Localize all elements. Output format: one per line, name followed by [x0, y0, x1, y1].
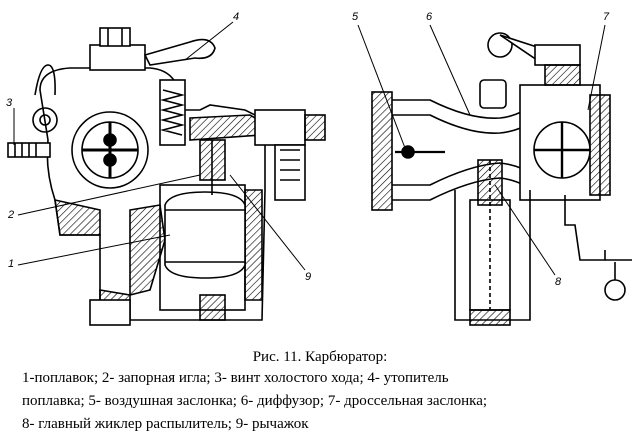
callout-label-6: 6 — [426, 11, 433, 23]
caption-legend-line-1: 1-поплавок; 2- запорная игла; 3- винт хо… — [22, 370, 449, 386]
callout-label-7: 7 — [603, 11, 610, 23]
caption-legend-line-2: поплавка; 5- воздушная заслонка; 6- дифф… — [22, 393, 488, 409]
carburetor-drawing: 1 2 3 4 9 — [6, 11, 632, 326]
callout-label-1: 1 — [8, 258, 14, 270]
right-section-view — [371, 32, 632, 326]
left-leader-lines — [13, 21, 306, 271]
callout-label-2: 2 — [7, 209, 14, 221]
caption-legend-line-3: 8- главный жиклер распылитель; 9- рычажо… — [22, 416, 309, 432]
callout-label-5: 5 — [352, 11, 359, 23]
right-callout-labels: 5 6 7 8 — [352, 11, 610, 288]
right-leader-lines — [357, 24, 606, 276]
figure-caption-title: Рис. 11. Карбюратор: — [252, 349, 388, 365]
left-callout-labels: 1 2 3 4 9 — [6, 11, 311, 283]
callout-label-9: 9 — [305, 271, 311, 283]
callout-label-8: 8 — [555, 276, 562, 288]
left-section-view — [7, 27, 326, 326]
callout-label-4: 4 — [233, 11, 239, 23]
callout-label-3: 3 — [6, 97, 13, 109]
